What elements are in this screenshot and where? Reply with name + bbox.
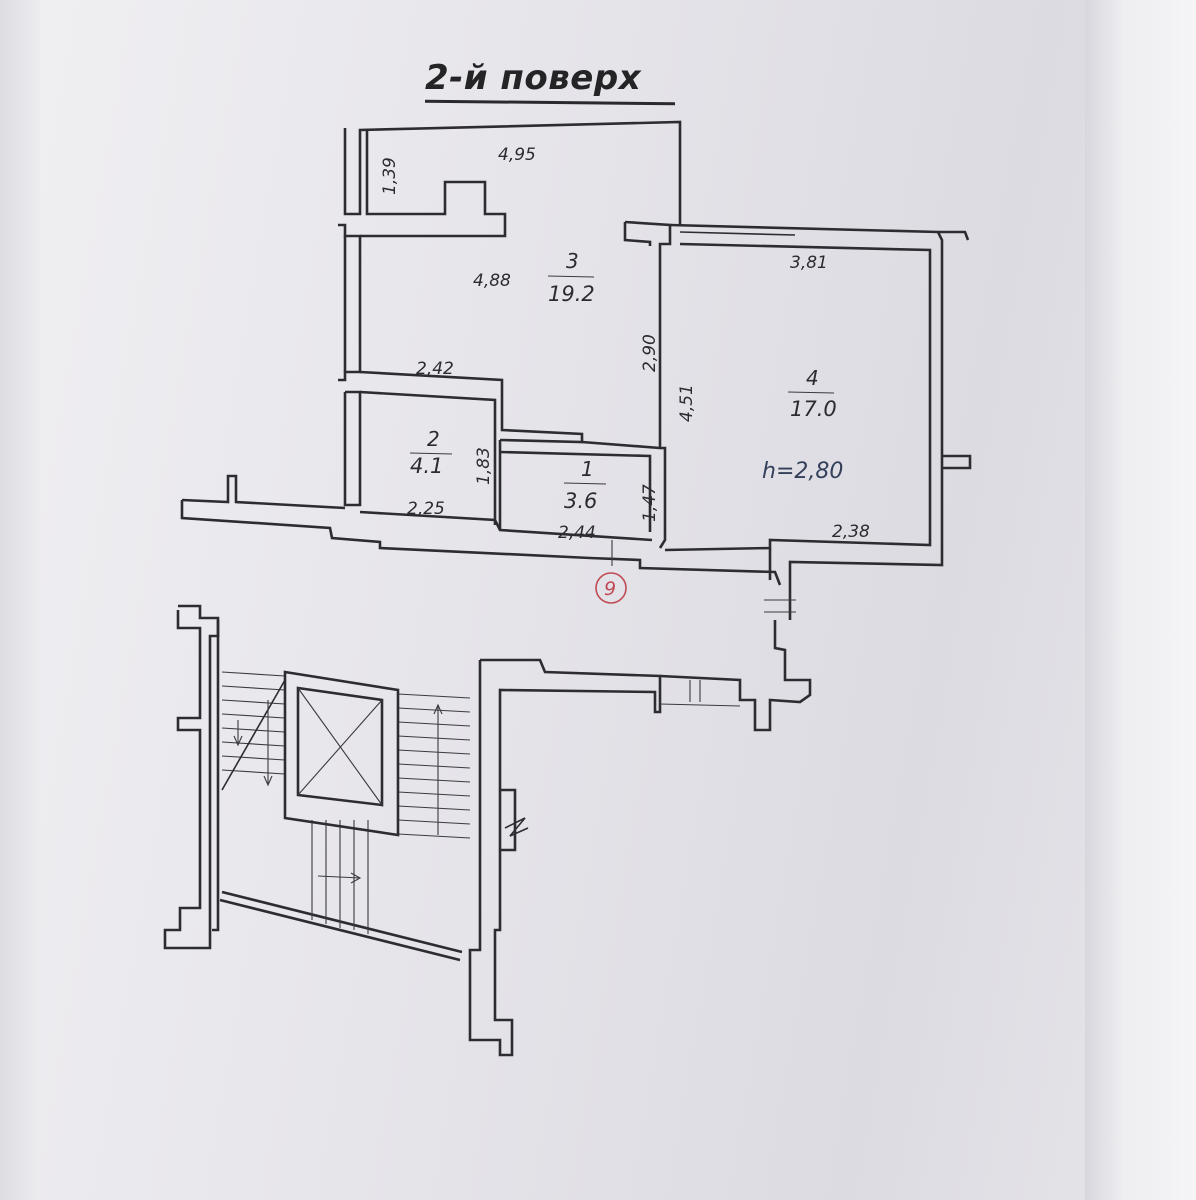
dim-room1-height: 1,47 [640, 484, 660, 522]
elevator-shaft-icon [283, 670, 400, 837]
floor-title: 2-й поверх [425, 58, 642, 98]
room-1-number: 1 [581, 457, 594, 481]
room-1-area: 3.6 [564, 489, 597, 513]
room-2-number: 2 [427, 427, 440, 451]
dim-room4-left-height: 4,51 [677, 384, 697, 422]
axis-marker: 9 [595, 572, 627, 604]
room-4-label: 4 17.0 h=2,80 [762, 366, 843, 484]
room-3-number: 3 [566, 249, 579, 273]
room-4-number: 4 [806, 366, 819, 390]
room-4-area: 17.0 [790, 397, 837, 421]
room-1-label: 1 3.6 [563, 457, 607, 513]
dim-room2-bottom-width: 2,25 [407, 499, 445, 519]
room-labels: 3 19.2 4 17.0 h=2,80 2 4.1 1 3.6 [409, 249, 843, 513]
dim-room3-width: 4,88 [473, 271, 511, 291]
dim-top-width: 4,95 [498, 145, 536, 165]
room-2-label: 2 4.1 [409, 427, 453, 478]
room-3-area: 19.2 [548, 282, 595, 306]
dim-room4-bottom-width: 2,38 [832, 522, 870, 542]
dim-room4-top-width: 3,81 [790, 253, 828, 273]
room-3-label: 3 19.2 [547, 249, 595, 306]
dim-room3-right-height: 2,90 [640, 334, 660, 372]
dim-room2-height: 1,83 [474, 447, 494, 485]
dim-top-left-height: 1,39 [380, 157, 400, 195]
axis-marker-number: 9 [604, 578, 616, 600]
dimension-labels: 4,95 1,39 4,88 2,90 2,42 1,83 2,25 1,47 … [380, 145, 870, 543]
dim-room2-top-width: 2,42 [416, 359, 454, 379]
apartment-walls [180, 120, 972, 620]
left-page-edge [0, 0, 40, 1200]
dim-room1-bottom-width: 2,44 [558, 523, 596, 543]
room-2-area: 4.1 [410, 454, 443, 478]
room-4-ceiling-height: h=2,80 [762, 459, 843, 484]
stair-arrow-icon [233, 700, 443, 884]
right-page-fold [1085, 0, 1196, 1200]
stairwell-walls [163, 604, 812, 1057]
